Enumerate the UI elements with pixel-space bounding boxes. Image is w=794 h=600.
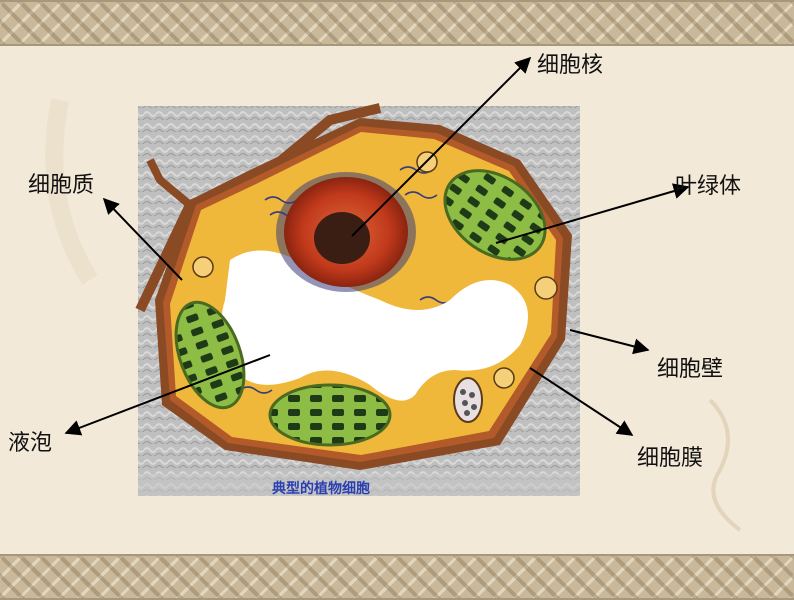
label-cytoplasm: 细胞质 (28, 173, 95, 198)
arrow-cell-wall (569, 329, 650, 355)
endoplasmic-reticulum (239, 166, 458, 394)
nucleus (284, 177, 408, 287)
adjacent-cell-wall-branch (146, 158, 193, 209)
micrograph-background (138, 106, 580, 496)
chloroplast (174, 300, 246, 410)
vacuole (221, 250, 528, 401)
arrow-cell-membrane (529, 367, 634, 436)
nucleolus (314, 212, 370, 264)
image-caption: 典型的植物细胞 (272, 481, 370, 497)
arrow-nucleus (351, 56, 532, 237)
label-chloroplast: 叶绿体 (675, 174, 742, 199)
chloroplast (268, 383, 392, 447)
nucleus-envelope (276, 172, 416, 292)
label-nucleus: 细胞核 (537, 53, 604, 78)
bottom-decorative-border (0, 554, 794, 600)
label-cell-wall: 细胞壁 (657, 357, 724, 382)
cytoplasm (170, 132, 556, 455)
cell-wall (155, 118, 572, 470)
top-decorative-border (0, 0, 794, 46)
label-cell-membrane: 细胞膜 (637, 446, 704, 471)
vesicle-granules (460, 389, 477, 416)
arrow-cytoplasm (102, 197, 183, 281)
arrow-vacuole (64, 354, 271, 436)
cell-membrane (163, 126, 563, 462)
mitochondria (192, 151, 558, 389)
adjacent-cell-wall (135, 103, 382, 313)
label-vacuole: 液泡 (8, 431, 53, 456)
arrow-chloroplast (495, 183, 690, 244)
chloroplast (443, 169, 547, 261)
branch-ornament (708, 398, 742, 532)
vesicle (453, 377, 483, 423)
